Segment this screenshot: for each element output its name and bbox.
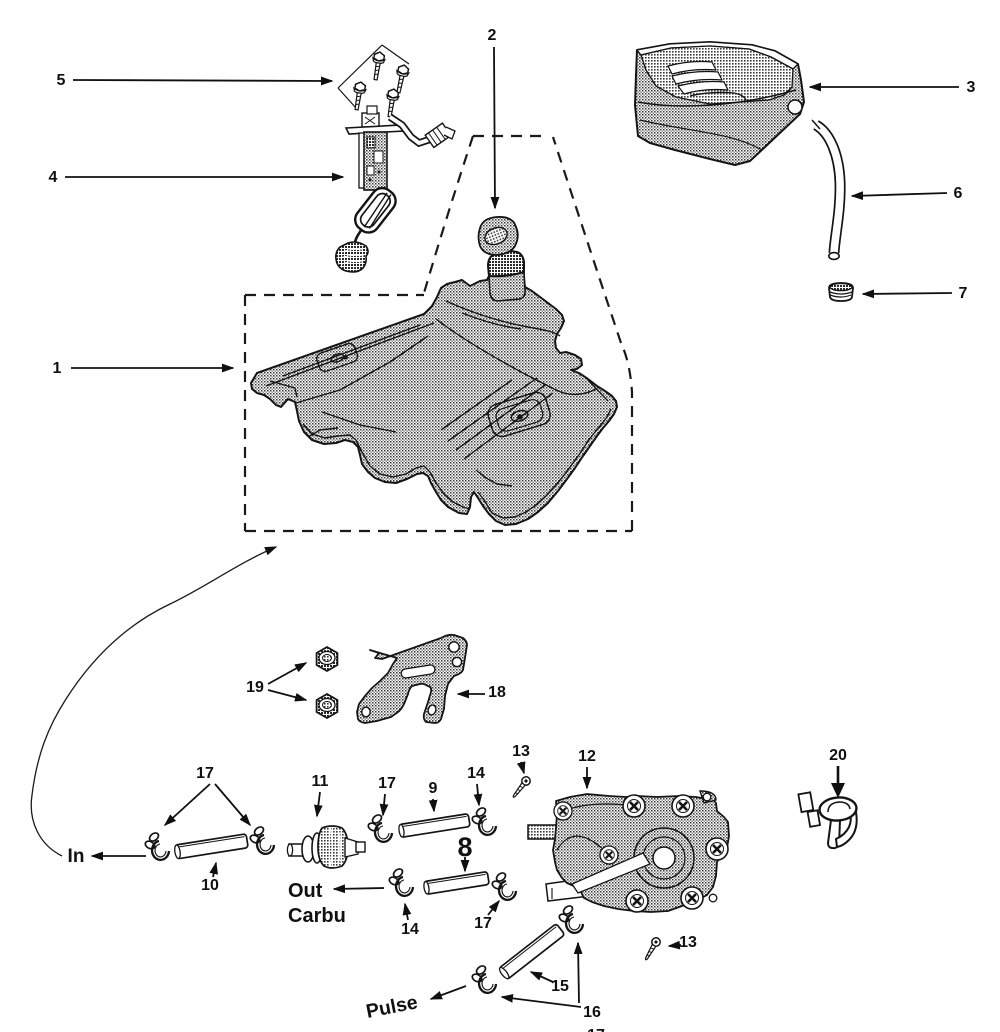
svg-text:Carbu: Carbu xyxy=(288,905,346,927)
svg-text:15: 15 xyxy=(551,978,569,995)
svg-text:13: 13 xyxy=(679,934,697,951)
svg-text:14: 14 xyxy=(401,921,419,938)
svg-text:2: 2 xyxy=(488,27,497,44)
svg-text:17: 17 xyxy=(196,765,214,782)
svg-text:17: 17 xyxy=(587,1027,605,1032)
svg-text:9: 9 xyxy=(429,780,438,797)
svg-text:13: 13 xyxy=(512,743,530,760)
svg-text:1: 1 xyxy=(53,360,62,377)
svg-text:In: In xyxy=(68,846,85,867)
svg-text:16: 16 xyxy=(583,1004,601,1021)
svg-text:Pulse: Pulse xyxy=(364,991,419,1023)
svg-text:10: 10 xyxy=(201,877,219,894)
svg-text:19: 19 xyxy=(246,679,264,696)
svg-text:11: 11 xyxy=(312,773,329,790)
svg-text:6: 6 xyxy=(954,185,963,202)
svg-text:12: 12 xyxy=(578,748,596,765)
svg-text:18: 18 xyxy=(488,684,506,701)
svg-text:17: 17 xyxy=(474,915,492,932)
svg-text:20: 20 xyxy=(829,747,847,764)
svg-text:8: 8 xyxy=(457,832,472,862)
svg-text:7: 7 xyxy=(959,285,968,302)
svg-text:14: 14 xyxy=(467,765,485,782)
svg-text:Out: Out xyxy=(288,880,323,902)
svg-text:5: 5 xyxy=(57,72,66,89)
svg-text:3: 3 xyxy=(967,79,976,96)
svg-text:4: 4 xyxy=(49,169,58,186)
svg-text:17: 17 xyxy=(378,775,396,792)
